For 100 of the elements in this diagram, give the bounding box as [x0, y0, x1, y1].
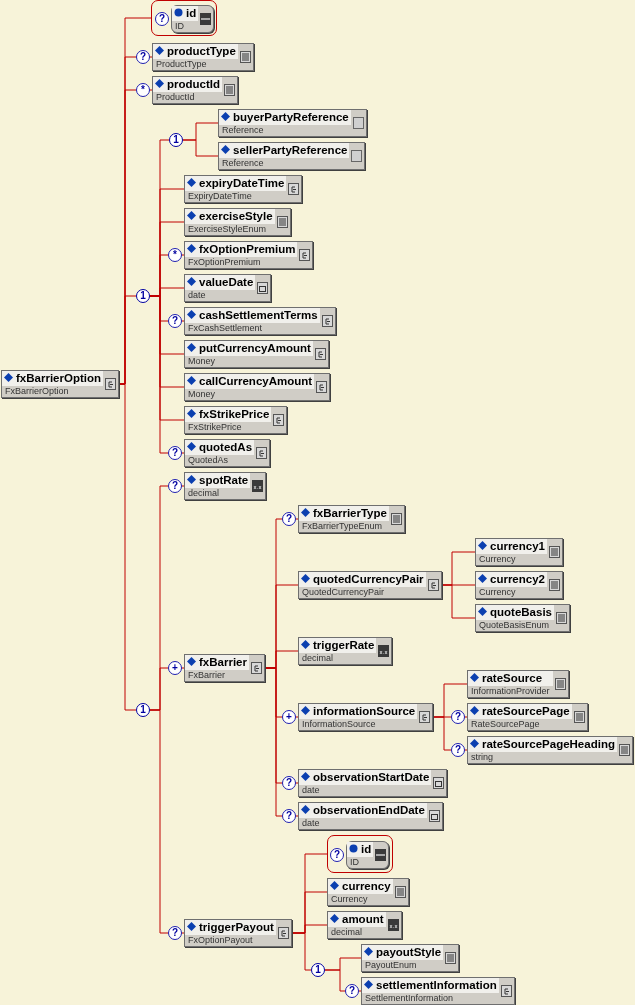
element-name: expiryDateTime	[199, 177, 285, 189]
type-name: Reference	[221, 125, 265, 136]
type-name: date	[301, 818, 321, 829]
occurrence-marker: ?	[282, 809, 296, 823]
occurrence-marker: ?	[451, 743, 465, 757]
element-box	[184, 654, 265, 682]
element-name: putCurrencyAmount	[199, 342, 311, 354]
element-box	[327, 878, 409, 906]
connector-line	[432, 716, 468, 751]
element-name: id	[361, 843, 372, 855]
element-name: payoutStyle	[376, 946, 442, 958]
occurrence-marker: ?	[451, 710, 465, 724]
element-box	[184, 340, 329, 368]
element-name: rateSourcePageHeading	[482, 738, 615, 750]
element-box	[218, 142, 366, 170]
element-box	[467, 736, 633, 764]
element-box	[184, 472, 267, 500]
type-name: FxStrikePrice	[187, 422, 243, 433]
element-name: cashSettlementTerms	[199, 309, 318, 321]
element-name: triggerPayout	[199, 921, 274, 933]
type-name: decimal	[187, 488, 220, 499]
occurrence-marker: ?	[168, 926, 182, 940]
element-name: quotedAs	[199, 441, 253, 453]
element-box	[298, 802, 443, 830]
element-name: currency	[342, 880, 391, 892]
type-name: FxBarrierTypeEnum	[301, 521, 384, 532]
occurrence-marker: *	[136, 83, 150, 97]
element-box	[298, 769, 448, 797]
element-name: fxStrikePrice	[199, 408, 270, 420]
type-name: SettlementInformation	[364, 993, 455, 1004]
element-name: fxBarrier	[199, 656, 247, 668]
element-box	[475, 604, 570, 632]
occurrence-marker: ?	[136, 50, 150, 64]
element-name: productType	[167, 45, 236, 57]
type-name: Currency	[478, 587, 517, 598]
connector-line	[324, 969, 362, 992]
type-name: decimal	[301, 653, 334, 664]
element-name: quotedCurrencyPair	[313, 573, 424, 585]
element-name: id	[186, 7, 197, 19]
type-name: QuoteBasisEnum	[478, 620, 551, 631]
type-name: Money	[187, 389, 216, 400]
element-box	[184, 175, 303, 203]
attribute-group-frame	[327, 835, 393, 873]
occurrence-marker: ?	[282, 512, 296, 526]
element-name: observationStartDate	[313, 771, 430, 783]
element-box	[361, 944, 460, 972]
element-name: triggerRate	[313, 639, 375, 651]
element-name: observationEndDate	[313, 804, 425, 816]
type-name: ID	[174, 21, 185, 32]
connector-line	[118, 383, 137, 711]
type-name: QuotedCurrencyPair	[301, 587, 386, 598]
element-box	[184, 208, 291, 236]
type-name: QuotedAs	[187, 455, 230, 466]
element-box	[467, 670, 569, 698]
element-box	[152, 76, 239, 104]
element-name: sellerPartyReference	[233, 144, 348, 156]
element-name: valueDate	[199, 276, 254, 288]
element-box	[475, 571, 563, 599]
element-name: fxOptionPremium	[199, 243, 296, 255]
type-name: FxBarrierOption	[4, 386, 70, 397]
element-name: exerciseStyle	[199, 210, 273, 222]
element-name: fxBarrierType	[313, 507, 387, 519]
element-box	[298, 637, 393, 665]
element-name: amount	[342, 913, 384, 925]
type-name: InformationSource	[301, 719, 377, 730]
sequence-compositor: 1	[169, 133, 183, 147]
attribute-group-frame	[151, 0, 217, 36]
element-box	[184, 241, 314, 269]
sequence-compositor: 1	[311, 963, 325, 977]
occurrence-marker: ?	[345, 984, 359, 998]
type-name: RateSourcePage	[470, 719, 541, 730]
occurrence-marker: ?	[155, 12, 169, 26]
type-name: InformationProvider	[470, 686, 551, 697]
element-box	[184, 274, 272, 302]
type-name: string	[470, 752, 494, 763]
element-name: productId	[167, 78, 221, 90]
type-name: ID	[349, 857, 360, 868]
type-name: date	[187, 290, 207, 301]
element-box	[298, 571, 442, 599]
element-box	[298, 703, 434, 731]
connector-line	[149, 709, 185, 934]
occurrence-marker: ?	[168, 446, 182, 460]
type-name: FxOptionPayout	[187, 935, 254, 946]
element-name: informationSource	[313, 705, 416, 717]
element-box	[184, 307, 336, 335]
element-name: quoteBasis	[490, 606, 552, 618]
type-name: decimal	[330, 927, 363, 938]
element-box	[1, 370, 119, 398]
element-box	[467, 703, 588, 731]
type-name: date	[301, 785, 321, 796]
occurrence-marker: ?	[330, 848, 344, 862]
element-name: currency1	[490, 540, 545, 552]
element-box	[218, 109, 367, 137]
type-name: ProductId	[155, 92, 196, 103]
occurrence-marker: ?	[168, 479, 182, 493]
element-name: rateSourcePage	[482, 705, 570, 717]
element-box	[361, 977, 515, 1005]
connector-line	[441, 584, 476, 619]
element-box	[184, 406, 288, 434]
type-name: Currency	[330, 894, 369, 905]
